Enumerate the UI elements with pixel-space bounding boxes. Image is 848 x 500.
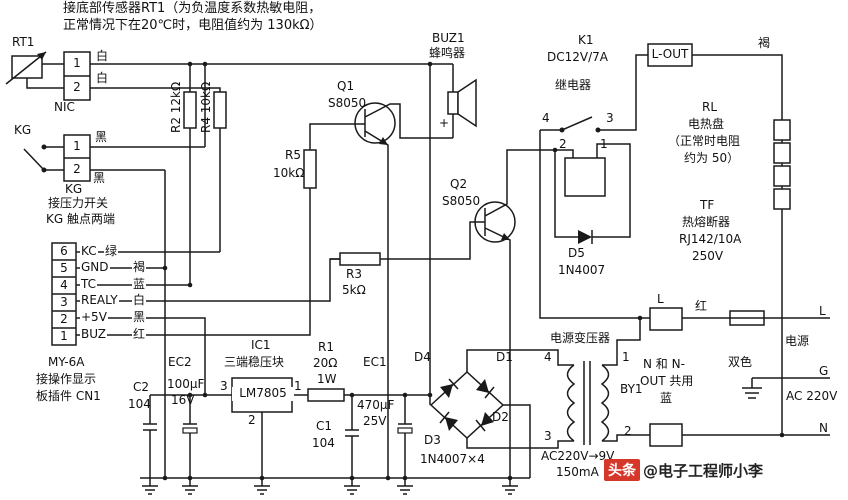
fuse	[729, 310, 765, 326]
relay-k1	[559, 127, 606, 197]
resistor-r2	[183, 91, 197, 129]
transistor-q2	[474, 201, 516, 243]
connector-kg	[63, 134, 91, 182]
junction-dots	[162, 61, 785, 481]
transformer-by1	[566, 364, 610, 442]
thermistor-rt1	[5, 51, 47, 85]
terminal-lout	[647, 43, 693, 67]
resistor-r4	[213, 91, 227, 129]
resistor-r5	[303, 149, 317, 189]
diode-d5	[578, 230, 593, 244]
wires	[23, 54, 830, 495]
heater-rl	[773, 119, 791, 210]
bridge-rectifier	[439, 378, 495, 432]
capacitor-plates	[182, 427, 413, 434]
watermark-badge: 头条	[604, 459, 640, 481]
watermark-text: @电子工程师小李	[643, 461, 764, 480]
buzzer-buz1	[447, 78, 477, 128]
switch-kg	[41, 144, 47, 173]
transistor-q1	[354, 102, 396, 145]
connector-cn1	[51, 242, 77, 346]
connector-rt1	[63, 51, 91, 101]
resistor-r1	[307, 388, 345, 402]
terminal-n	[649, 423, 683, 447]
terminal-l	[649, 307, 683, 331]
watermark: 头条 @电子工程师小李	[604, 459, 763, 481]
resistor-r3	[339, 252, 381, 266]
ic-lm7805	[231, 377, 293, 413]
